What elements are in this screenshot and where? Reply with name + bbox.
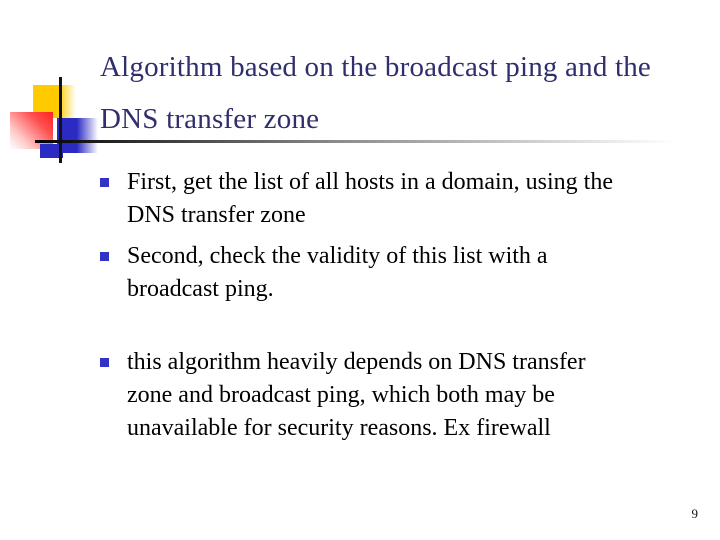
bullet-text-2: Second, check the validity of this list … <box>127 240 548 306</box>
bullet-square-icon <box>100 358 109 367</box>
decoration-horizontal-rule <box>35 140 700 143</box>
slide-body: First, get the list of all hosts in a do… <box>100 166 710 453</box>
decoration-blue-square-small <box>40 144 63 158</box>
decoration-blue-square <box>57 118 98 153</box>
bullet-3-line-2: zone and broadcast ping, which both may … <box>127 382 555 408</box>
bullet-square-icon <box>100 178 109 187</box>
bullet-2-line-2: broadcast ping. <box>127 276 274 302</box>
slide-title-line-2: DNS transfer zone <box>100 103 320 135</box>
bullet-1-line-1: First, get the list of all hosts in a do… <box>127 169 613 195</box>
bullet-text-1: First, get the list of all hosts in a do… <box>127 166 613 232</box>
bullet-item-1: First, get the list of all hosts in a do… <box>100 166 710 232</box>
bullet-text-3: this algorithm heavily depends on DNS tr… <box>127 346 586 445</box>
bullet-square-icon <box>100 252 109 261</box>
bullet-2-line-1: Second, check the validity of this list … <box>127 243 548 269</box>
slide-title-line-1: Algorithm based on the broadcast ping an… <box>100 51 652 83</box>
bullet-1-line-2: DNS transfer zone <box>127 202 306 228</box>
page-number: 9 <box>691 506 699 521</box>
slide-title: Algorithm based on the broadcast ping an… <box>100 41 651 145</box>
bullet-3-line-3: unavailable for security reasons. Ex fir… <box>127 415 551 441</box>
bullet-3-line-1: this algorithm heavily depends on DNS tr… <box>127 349 586 375</box>
bullet-item-3: this algorithm heavily depends on DNS tr… <box>100 346 710 445</box>
decoration-vertical-line <box>59 77 62 163</box>
bullet-item-2: Second, check the validity of this list … <box>100 240 710 306</box>
